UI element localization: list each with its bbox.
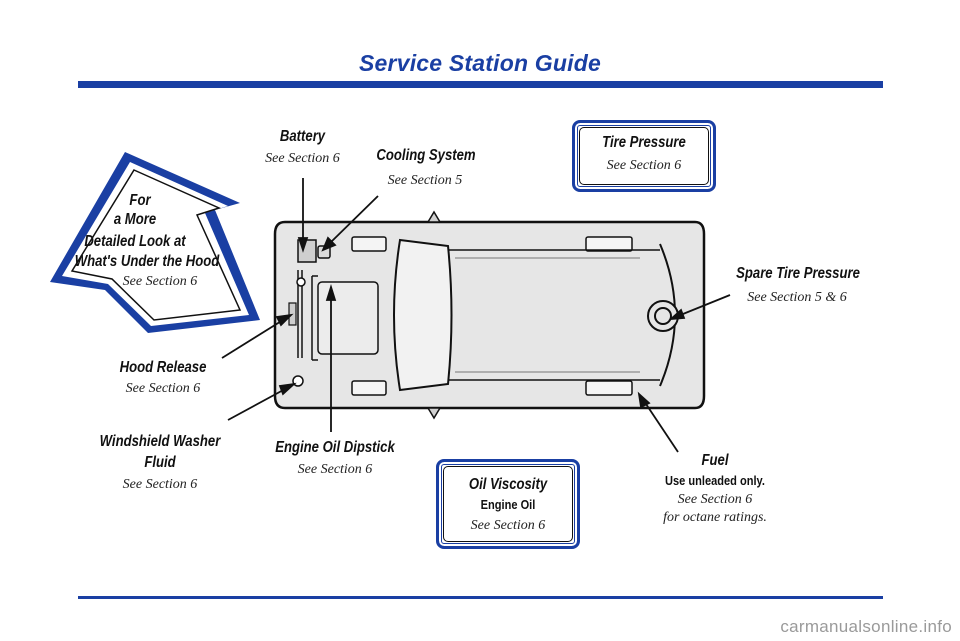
tire-pressure-title: Tire Pressure [602,134,686,151]
cooling-title: Cooling System [376,147,476,164]
hood-release-ref: See Section 6 [125,381,201,396]
footer-watermark: carmanualsonline.info [780,617,952,636]
page-title: Service Station Guide [359,50,601,76]
spare-tire-ref: See Section 5 & 6 [747,290,847,305]
battery-ref: See Section 6 [265,151,340,166]
washer-title-2: Fluid [144,454,176,471]
header-rule [78,81,883,88]
dipstick-ref: See Section 6 [297,462,373,477]
callout-line-3: Detailed Look at [84,233,186,250]
battery-title: Battery [279,128,326,145]
leader-lines [221,178,731,453]
hood-release-title: Hood Release [119,359,207,376]
dipstick-title: Engine Oil Dipstick [275,439,395,456]
tire-pressure-box [572,120,716,192]
washer-ref: See Section 6 [122,477,198,492]
callout-line-1: For [129,192,151,209]
fuel-ref: See Section 6 [677,492,753,507]
car-body [273,210,706,420]
spare-tire-title: Spare Tire Pressure [736,265,860,282]
footer-rule [78,596,883,599]
tire-pressure-ref: See Section 6 [606,158,682,173]
cooling-ref: See Section 5 [387,173,463,188]
callout-ref: See Section 6 [122,274,198,289]
fuel-title: Fuel [701,452,729,469]
washer-title-1: Windshield Washer [99,433,221,450]
callout-line-2: a More [113,211,157,228]
oil-viscosity-ref: See Section 6 [470,518,546,533]
oil-viscosity-box [436,459,580,549]
oil-viscosity-title: Oil Viscosity [468,476,548,493]
fuel-note: Use unleaded only. [665,473,765,488]
fuel-ref-2: for octane ratings. [663,510,767,525]
callout-arrow-shape [50,152,260,333]
oil-viscosity-subtitle: Engine Oil [480,497,536,512]
callout-line-4: What's Under the Hood [74,253,220,270]
